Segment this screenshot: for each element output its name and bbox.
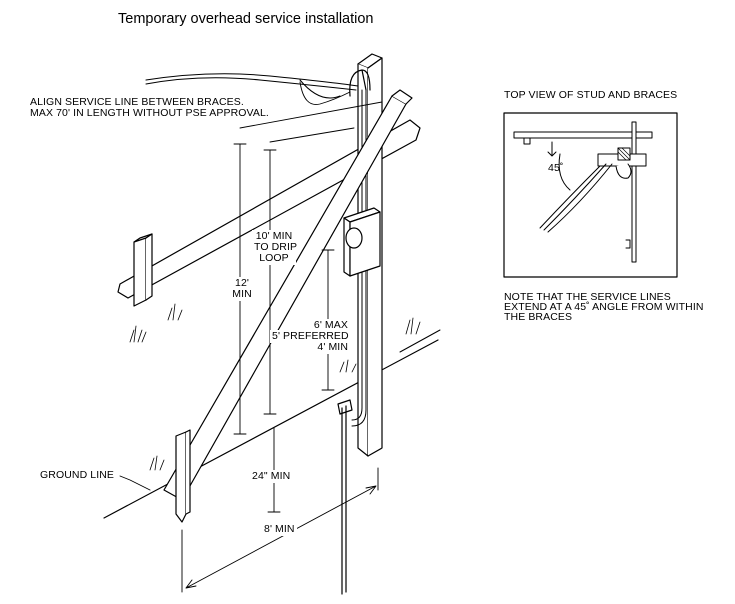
height-line2: MIN (226, 288, 258, 301)
meter-line3: 4' MIN (302, 341, 350, 354)
align-dimension (239, 101, 383, 143)
top-view-heading: TOP VIEW OF STUD AND BRACES (504, 89, 678, 101)
back-brace (117, 119, 421, 299)
align-note-line2: MAX 70' IN LENGTH WITHOUT PSE APPROVAL. (30, 107, 269, 119)
drip-loop-line1: 10' MIN (252, 230, 296, 243)
grass-tufts (129, 303, 421, 471)
ground-line-leader (119, 475, 151, 491)
drip-loop-line3: LOOP (252, 252, 296, 265)
front-stake (175, 431, 187, 523)
height-line1: 12' (226, 277, 258, 290)
ground-edge (399, 329, 441, 353)
meter-base (343, 207, 381, 277)
distance-dimension (181, 467, 379, 593)
top-view-frame (503, 112, 678, 278)
top-view-note-line2: EXTEND AT A 45˚ ANGLE FROM WITHIN (504, 301, 704, 313)
ground-rod (337, 399, 353, 595)
ground-line-label: GROUND LINE (40, 469, 115, 481)
drip-loop-line2: TO DRIP (252, 241, 298, 254)
page-title: Temporary overhead service installation (118, 11, 374, 27)
align-note-line1: ALIGN SERVICE LINE BETWEEN BRACES. (30, 96, 244, 108)
drip-dimension (263, 149, 277, 415)
distance-label: 8' MIN (262, 523, 297, 536)
weatherhead (349, 69, 371, 97)
top-view-note-line3: THE BRACES (504, 311, 573, 323)
meter-line2: 5' PREFERRED (270, 330, 350, 343)
top-view-drawing (513, 121, 653, 263)
drip-loop (299, 81, 351, 105)
depth-label: 24" MIN (250, 470, 293, 483)
meter-line1: 6' MAX (302, 319, 350, 332)
ground-surface (103, 339, 439, 519)
top-view-angle: 45˚ (548, 162, 564, 174)
service-drop-cable (145, 73, 359, 99)
top-view-note-line1: NOTE THAT THE SERVICE LINES (504, 291, 671, 303)
